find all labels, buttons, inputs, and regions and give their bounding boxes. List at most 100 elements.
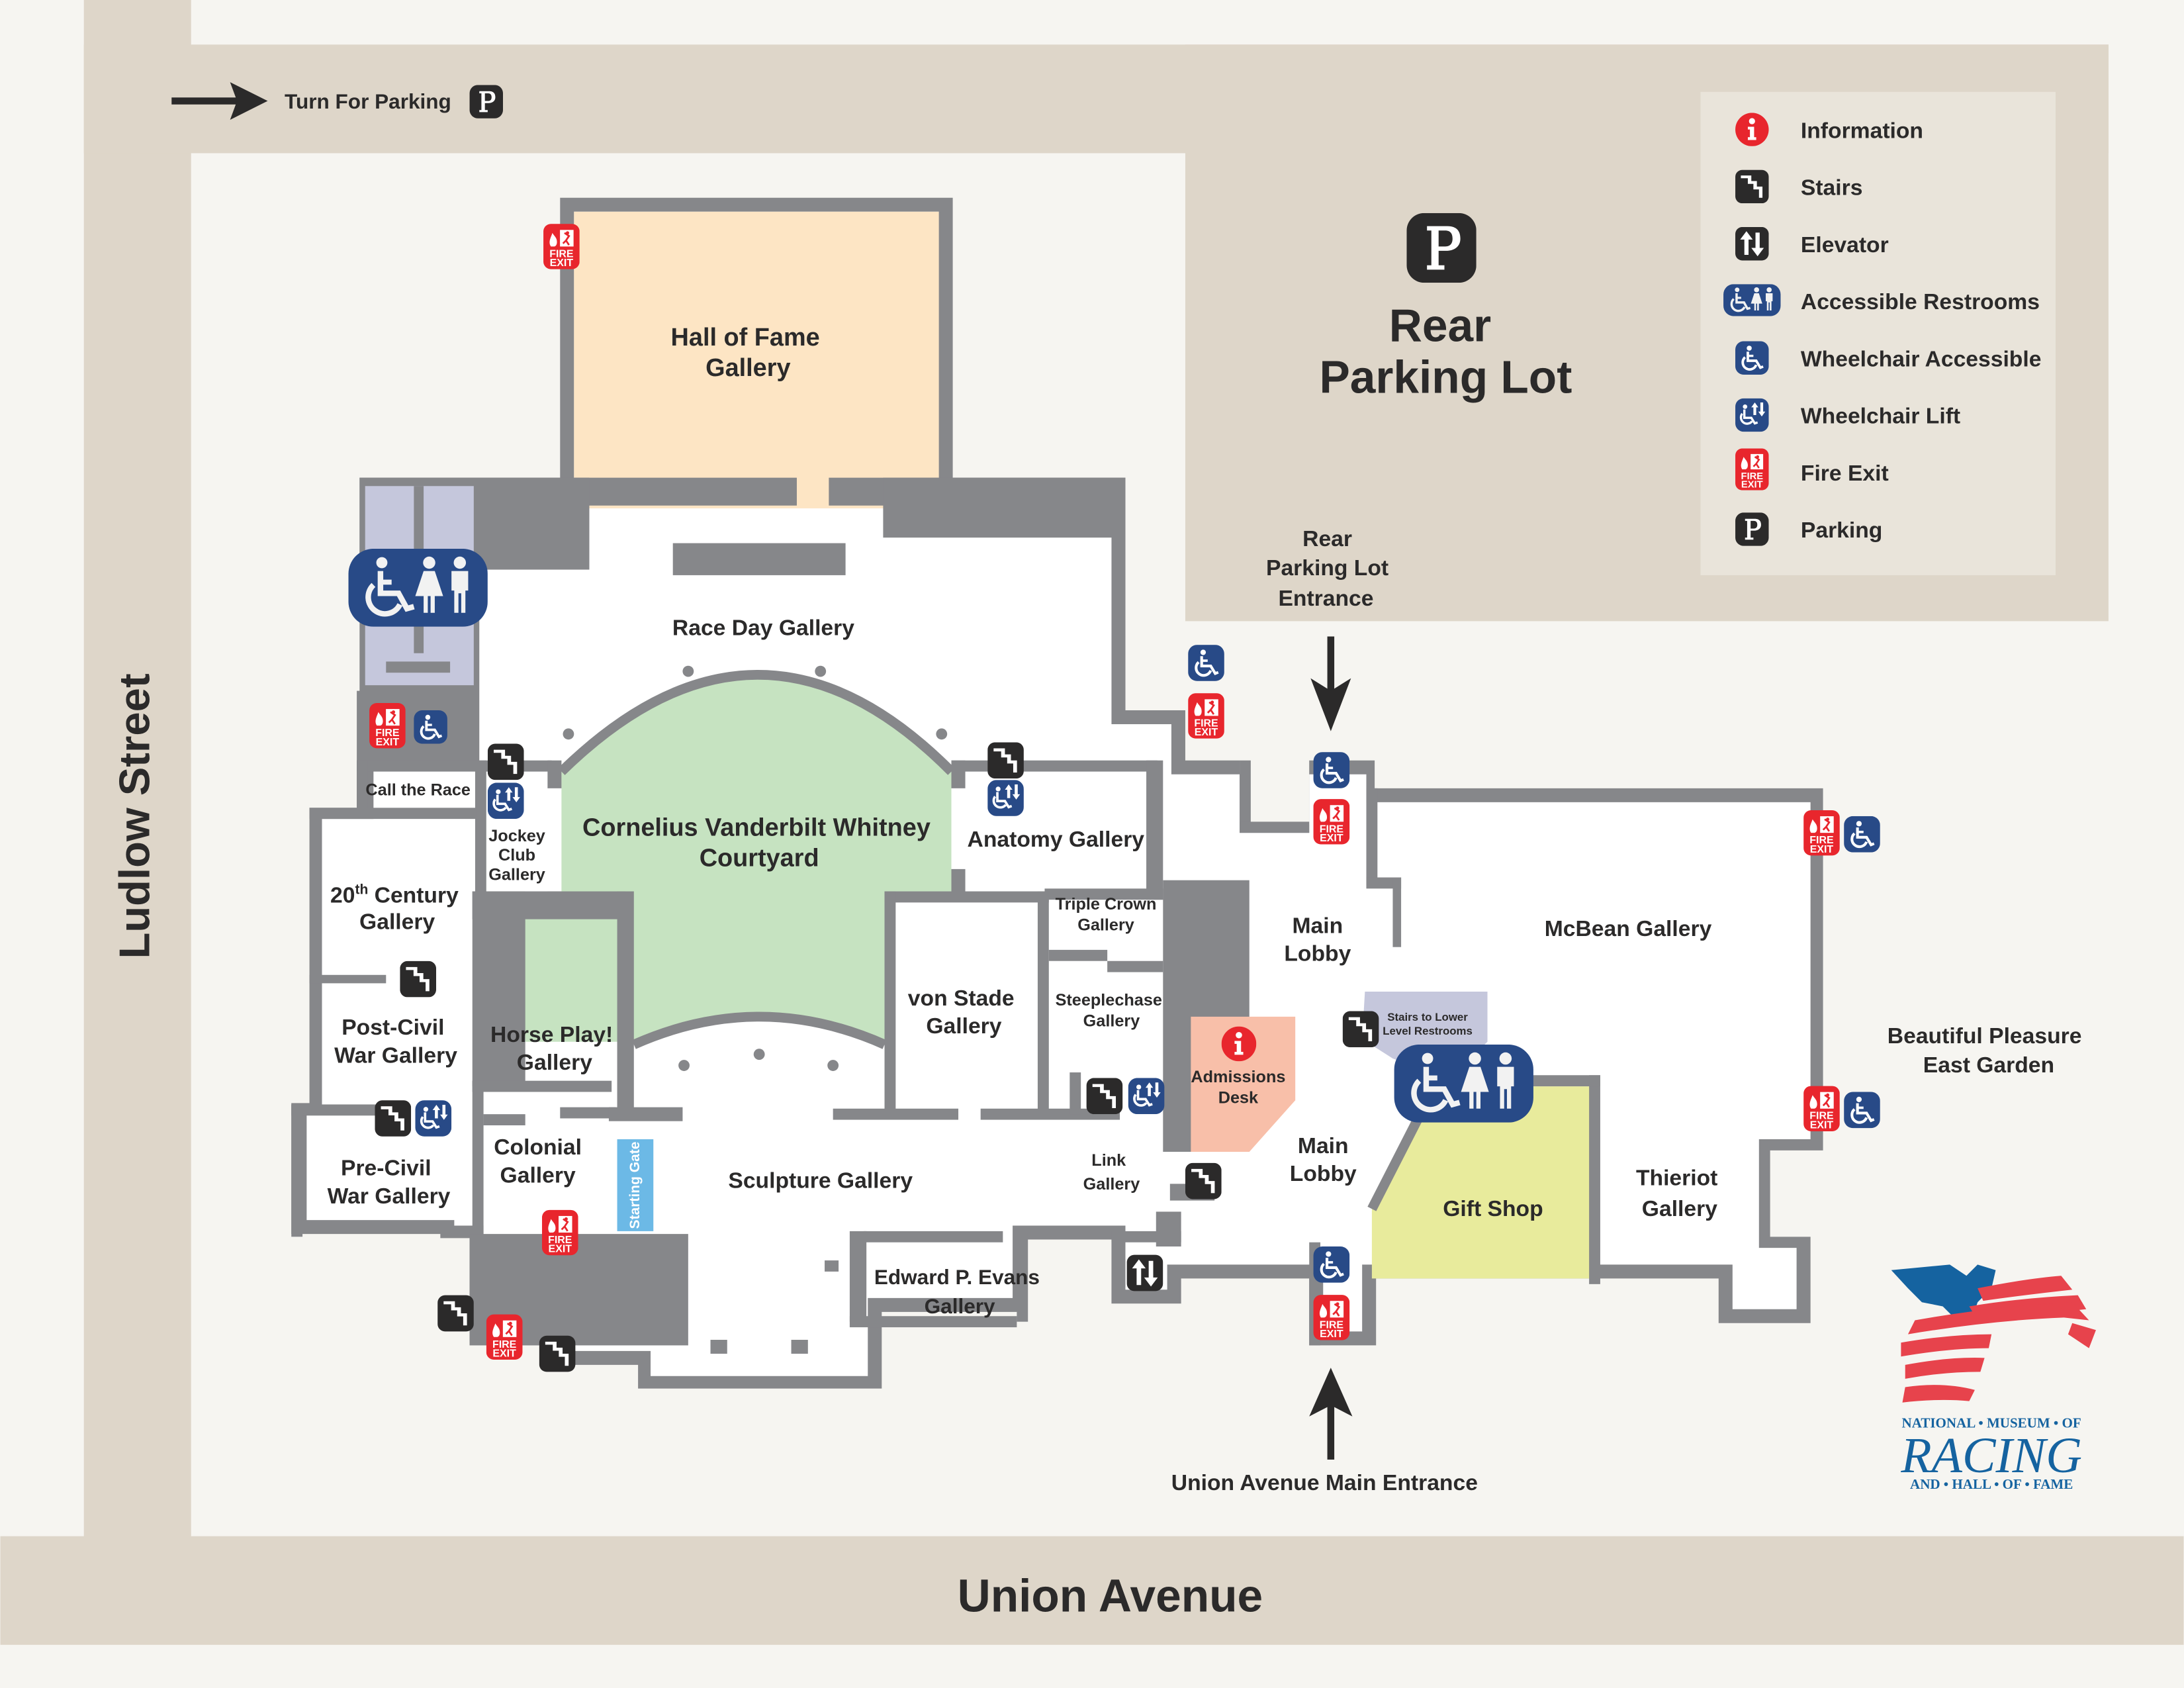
fire-exit-icon[interactable] xyxy=(1803,809,1840,857)
triple-crown-label-2: Gallery xyxy=(1077,915,1134,934)
wheelchair-icon xyxy=(1735,341,1769,375)
room-labels: Hall of Fame Gallery Race Day Gallery Co… xyxy=(328,324,2082,1318)
museum-logo: NATIONAL • MUSEUM • OF RACING AND • HALL… xyxy=(1891,1264,2096,1492)
legend: Information Stairs Elevator Accessible R… xyxy=(1700,91,2056,575)
horse-play-label-2: Gallery xyxy=(517,1051,592,1075)
legend-label-wheelchair: Wheelchair Accessible xyxy=(1801,347,2042,371)
ludlow-street xyxy=(83,0,191,1539)
stairs-icon[interactable] xyxy=(375,1100,412,1137)
courtyard-label-2: Courtyard xyxy=(700,845,819,872)
hall-of-fame-room[interactable] xyxy=(574,211,939,508)
rear-parking-title-2: Parking Lot xyxy=(1319,351,1572,402)
wheelchair-icon[interactable] xyxy=(1314,1246,1350,1283)
thieriot-label-2: Gallery xyxy=(1642,1197,1717,1221)
sculpture-label: Sculpture Gallery xyxy=(728,1169,913,1194)
turn-for-parking-label: Turn For Parking xyxy=(285,89,451,113)
stairs-icon[interactable] xyxy=(1342,1011,1379,1048)
starting-gate[interactable] xyxy=(617,1139,654,1231)
columns xyxy=(563,665,948,1071)
rear-entrance-label-3: Entrance xyxy=(1278,586,1373,611)
mcbean-label: McBean Gallery xyxy=(1545,917,1712,941)
information-icon[interactable] xyxy=(1221,1026,1257,1062)
stairs-icon[interactable] xyxy=(487,743,524,780)
gift-shop-label: Gift Shop xyxy=(1443,1197,1543,1221)
wheelchair-icon[interactable] xyxy=(414,710,447,743)
jockey-club-label-3: Gallery xyxy=(488,866,545,884)
fire-exit-icon[interactable] xyxy=(1313,1293,1350,1342)
fire-exit-icon[interactable] xyxy=(1188,692,1224,740)
wheelchair-lift-icon[interactable] xyxy=(1128,1078,1165,1115)
pre-civil-war-label-1: Pre-Civil xyxy=(341,1156,432,1181)
admissions-label-2: Desk xyxy=(1218,1088,1259,1107)
main-lobby-lower-label-2: Lobby xyxy=(1290,1162,1357,1186)
call-the-race-label: Call the Race xyxy=(365,780,470,799)
logo-line-3: AND • HALL • OF • FAME xyxy=(1910,1476,2073,1492)
pre-civil-war-label-2: War Gallery xyxy=(328,1184,451,1209)
wheelchair-icon[interactable] xyxy=(1844,816,1880,853)
parking-lot-icon xyxy=(1406,212,1477,283)
fire-exit-icon[interactable] xyxy=(486,1313,523,1361)
main-lobby-upper-label-1: Main xyxy=(1293,914,1343,939)
fire-exit-icon[interactable] xyxy=(1313,798,1350,846)
wheelchair-lift-icon[interactable] xyxy=(987,780,1024,816)
stairs-icon[interactable] xyxy=(1185,1162,1222,1199)
wheelchair-lift-icon[interactable] xyxy=(415,1100,452,1137)
logo-flag-canton xyxy=(1891,1264,1996,1323)
rear-entrance-arrow-icon xyxy=(1310,636,1351,731)
stairs-icon[interactable] xyxy=(1086,1078,1123,1115)
hall-of-fame-label-1: Hall of Fame xyxy=(671,324,820,352)
stairs-icon[interactable] xyxy=(987,742,1024,779)
legend-label-fire-exit: Fire Exit xyxy=(1801,461,1889,486)
stairs-icon[interactable] xyxy=(539,1335,576,1372)
admissions-label-1: Admissions xyxy=(1191,1068,1285,1086)
race-day-label: Race Day Gallery xyxy=(672,616,854,640)
rear-entrance-label-1: Rear xyxy=(1302,527,1352,551)
edward-evans-label-2: Gallery xyxy=(925,1294,995,1318)
fire-exit-icon xyxy=(1735,448,1769,491)
anatomy-label: Anatomy Gallery xyxy=(968,827,1145,852)
stairs-icon xyxy=(1735,169,1769,204)
fire-exit-icon[interactable] xyxy=(369,702,406,750)
wheelchair-lift-icon xyxy=(1735,398,1769,432)
elevator-icon[interactable] xyxy=(1126,1254,1163,1291)
wheelchair-lift-icon[interactable] xyxy=(487,782,524,820)
accessible-restrooms-icon xyxy=(1723,284,1782,316)
legend-panel xyxy=(1700,91,2056,575)
information-icon xyxy=(1735,113,1769,146)
stairs-icon[interactable] xyxy=(400,961,437,998)
logo-line-2: RACING xyxy=(1900,1429,2081,1483)
turn-for-parking-arrow-icon xyxy=(171,82,268,120)
fire-exit-icon[interactable] xyxy=(543,222,580,271)
fire-exit-icon[interactable] xyxy=(1803,1084,1840,1133)
wheelchair-icon[interactable] xyxy=(1844,1092,1880,1129)
von-stade-label-1: von Stade xyxy=(908,986,1015,1011)
fire-exit-icon[interactable] xyxy=(541,1209,578,1256)
steeplechase-label-2: Gallery xyxy=(1083,1012,1140,1031)
post-civil-war-label-1: Post-Civil xyxy=(341,1015,444,1040)
race-day-partition xyxy=(672,543,846,575)
link-label-2: Gallery xyxy=(1083,1175,1140,1194)
triple-crown-label-1: Triple Crown xyxy=(1056,895,1157,914)
accessible-restrooms-icon[interactable] xyxy=(1394,1045,1533,1123)
rear-parking-title-1: Rear xyxy=(1389,299,1491,351)
logo-line-1: NATIONAL • MUSEUM • OF xyxy=(1902,1415,2081,1431)
wheelchair-icon[interactable] xyxy=(1314,752,1350,788)
admissions-desk[interactable] xyxy=(1191,1016,1296,1152)
courtyard-room[interactable] xyxy=(479,675,952,1042)
legend-label-stairs: Stairs xyxy=(1801,176,1863,201)
accessible-restrooms-icon[interactable] xyxy=(348,549,487,627)
parking-icon xyxy=(1735,512,1769,546)
wheelchair-icon[interactable] xyxy=(1188,645,1224,681)
hall-of-fame-label-2: Gallery xyxy=(705,354,790,382)
legend-label-wheelchair-lift: Wheelchair Lift xyxy=(1801,404,1960,429)
stairs-icon[interactable] xyxy=(437,1295,474,1332)
edward-evans-label-1: Edward P. Evans xyxy=(874,1265,1040,1289)
garden-label-2: East Garden xyxy=(1923,1053,2054,1078)
ludlow-street-label: Ludlow Street xyxy=(111,673,159,959)
colonial-label-1: Colonial xyxy=(494,1135,582,1160)
horse-play-label-1: Horse Play! xyxy=(490,1023,613,1047)
colonial-label-2: Gallery xyxy=(500,1163,576,1188)
gift-shop-room[interactable] xyxy=(1371,1086,1595,1279)
legend-label-elevator: Elevator xyxy=(1801,233,1889,258)
steeplechase-label-1: Steeplechase xyxy=(1056,991,1162,1009)
